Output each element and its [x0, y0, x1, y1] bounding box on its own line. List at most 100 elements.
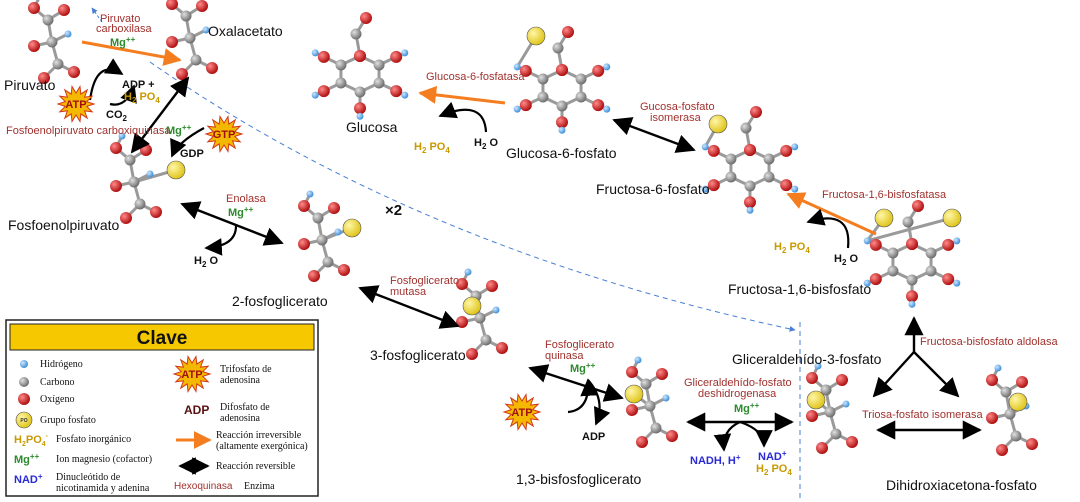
fosfoenolpiruvato-atom-H: [146, 170, 154, 178]
fosfoglicerato-3-atom-H: [492, 306, 500, 314]
fosfoglicerato-2-atom-C: [316, 234, 328, 246]
fructosa-6-fosfato-atom-C: [763, 153, 775, 165]
piruvato-atom-O: [28, 2, 40, 14]
piruvato-atom-O: [28, 40, 40, 52]
svg-text:ATP: ATP: [65, 99, 86, 111]
curved-arrow-gapdh-nadh: [713, 420, 741, 452]
fructosa-6-fosfato-atom-O: [750, 106, 762, 118]
piruvato-atom-O: [58, 4, 70, 16]
mg-label-carboxilasa: Mg++: [110, 35, 136, 49]
enzyme-aldolasa: Fructosa-bisfosfato aldolasa: [920, 336, 1058, 348]
fosfoglicerato-2-atom-O: [308, 270, 320, 282]
piruvato-atom-C: [52, 58, 64, 70]
label-1-3-bisfosfoglicerato: 1,3-bisfosfoglicerato: [516, 471, 642, 487]
piruvato-atom-C: [42, 14, 54, 26]
fructosa-1-6-atom-C: [925, 265, 937, 277]
nadh-label: NADH, H+: [690, 453, 741, 467]
gliceraldehido-atom-P: [806, 390, 826, 410]
fosfoenolpiruvato-atom-P: [166, 160, 186, 180]
legend-oxygen-icon: [18, 393, 30, 405]
label-dihidroxiacetona-fosfato: Dihidroxiacetona-fosfato: [886, 477, 1037, 493]
fosfoglicerato-3-atom-O: [486, 280, 498, 292]
fructosa-1-6-atom-H: [953, 237, 961, 245]
curved-arrow-atp-adp: [88, 58, 124, 101]
fructosa-6-fosfato-atom-O: [744, 144, 756, 156]
reversible-arrow-gpi: [612, 117, 696, 153]
fructosa-6-fosfato-atom-O: [780, 179, 793, 192]
glucosa-atom-H: [311, 49, 319, 57]
fructosa-6-fosfato-atom-O: [744, 196, 756, 209]
gdp-label: GDP: [180, 148, 204, 160]
oxalacetato-atom-H: [202, 26, 210, 34]
dihidroxiacetona-atom-H: [994, 364, 1002, 372]
enzyme-mutasa-2: mutasa: [390, 286, 427, 298]
enzyme-pepck: Fosfoenolpiruvato carboxiquinasa: [6, 125, 171, 137]
fosfoglicerato-2-atom-C: [322, 256, 334, 268]
gtp-starburst: GTP: [204, 114, 244, 154]
fosfoglicerato-3-atom-O: [466, 348, 478, 360]
gliceraldehido-atom-C: [830, 428, 842, 440]
glucosa-6-fosfato-atom-O: [562, 26, 574, 38]
fructosa-1-6-atom-P: [942, 208, 962, 228]
glucosa-atom-H: [311, 91, 319, 99]
legend-atp-line1: Trifosfato de: [220, 364, 272, 375]
fosfoglicerato-2-atom-H: [306, 190, 314, 198]
oxalacetato-atom-O: [166, 36, 178, 48]
glucosa-6-fosfato-atom-O: [592, 99, 605, 112]
molecule-layer: [28, 0, 1038, 456]
curved-arrow-pgk-atp: [567, 378, 598, 414]
water-label-fbpasa: H2 O: [834, 253, 858, 267]
label-piruvato: Piruvato: [4, 77, 56, 93]
label-fosfoenolpiruvato: Fosfoenolpiruvato: [8, 217, 120, 233]
legend-adp-line2: adenosina: [220, 413, 261, 424]
bisfosfoglicerato-atom-O: [636, 436, 648, 448]
curved-arrow-pgk-adp: [587, 379, 611, 426]
cofactor-labels: Mg++ Mg++ Mg++ Mg++ Mg++ ADP + H2 PO4 CO…: [106, 35, 858, 477]
glucosa-atom-O: [317, 85, 330, 98]
label-3-fosfoglicerato: 3-fosfoglicerato: [370, 347, 466, 363]
bisfosfoglicerato-atom-O: [666, 430, 678, 442]
fosfoenolpiruvato-atom-O: [110, 142, 122, 154]
label-fructosa-6-fosfato: Fructosa-6-fosfato: [596, 181, 710, 197]
pi-label-fbpasa: H2 PO4: [774, 241, 810, 255]
glucosa-atom-H: [401, 49, 409, 57]
fosfoenolpiruvato-atom-H: [118, 132, 126, 140]
legend-pi-symbol: H2PO4-: [14, 433, 49, 448]
bisfosfoglicerato-atom-H: [634, 356, 642, 364]
bisfosfoglicerato-atom-C: [644, 400, 656, 412]
glucosa-atom-C: [335, 59, 347, 71]
dihidroxiacetona-atom-C: [1004, 408, 1016, 420]
aldolase-arrow-left: [872, 351, 915, 398]
fructosa-6-fosfato-atom-C: [763, 171, 775, 183]
fosfoglicerato-3-atom-P: [462, 296, 482, 316]
dashed-triose-link: [149, 61, 796, 332]
fosfoenolpiruvato-atom-O: [140, 144, 152, 156]
adp-label-quinasa: ADP: [582, 431, 605, 443]
glucosa-6-fosfato-atom-O: [519, 64, 532, 77]
enzyme-quinasa-1: Fosfoglicerato: [545, 339, 614, 351]
mg-label-quinasa: Mg++: [570, 361, 596, 375]
glucosa-atom-O: [354, 102, 366, 115]
fructosa-6-fosfato-atom-C: [744, 180, 756, 192]
enzyme-gapdh-1: Gliceraldehído-fosfato: [684, 377, 792, 389]
gliceraldehido-atom-O: [816, 442, 828, 454]
gliceraldehido-atom-O: [806, 372, 818, 384]
water-label-g6pasa: H2 O: [474, 137, 498, 151]
dihidroxiacetona-atom-O: [996, 444, 1008, 456]
legend-atp-line2: adenosina: [220, 375, 261, 386]
glucosa-atom-C: [350, 28, 362, 40]
dihidroxiacetona-atom-O: [1026, 438, 1038, 450]
legend-mg-symbol: Mg++: [14, 452, 40, 466]
enzyme-gapdh-2: deshidrogenasa: [698, 388, 777, 400]
fructosa-6-fosfato-atom-O: [707, 144, 720, 157]
legend-grupo-fosfato: Grupo fosfato: [40, 415, 96, 426]
enzyme-piruvato-carboxilasa-1: Piruvato: [100, 13, 140, 25]
glucosa-atom-C: [335, 77, 347, 89]
gliceraldehido-atom-C: [824, 406, 836, 418]
oxalacetato-atom-C: [190, 54, 202, 66]
fosfoglicerato-2-atom-P: [342, 218, 362, 238]
legend-phosphate-icon: [15, 411, 33, 429]
fructosa-6-fosfato-atom-P: [708, 114, 728, 134]
mg-label-gapdh: Mg++: [734, 401, 760, 415]
